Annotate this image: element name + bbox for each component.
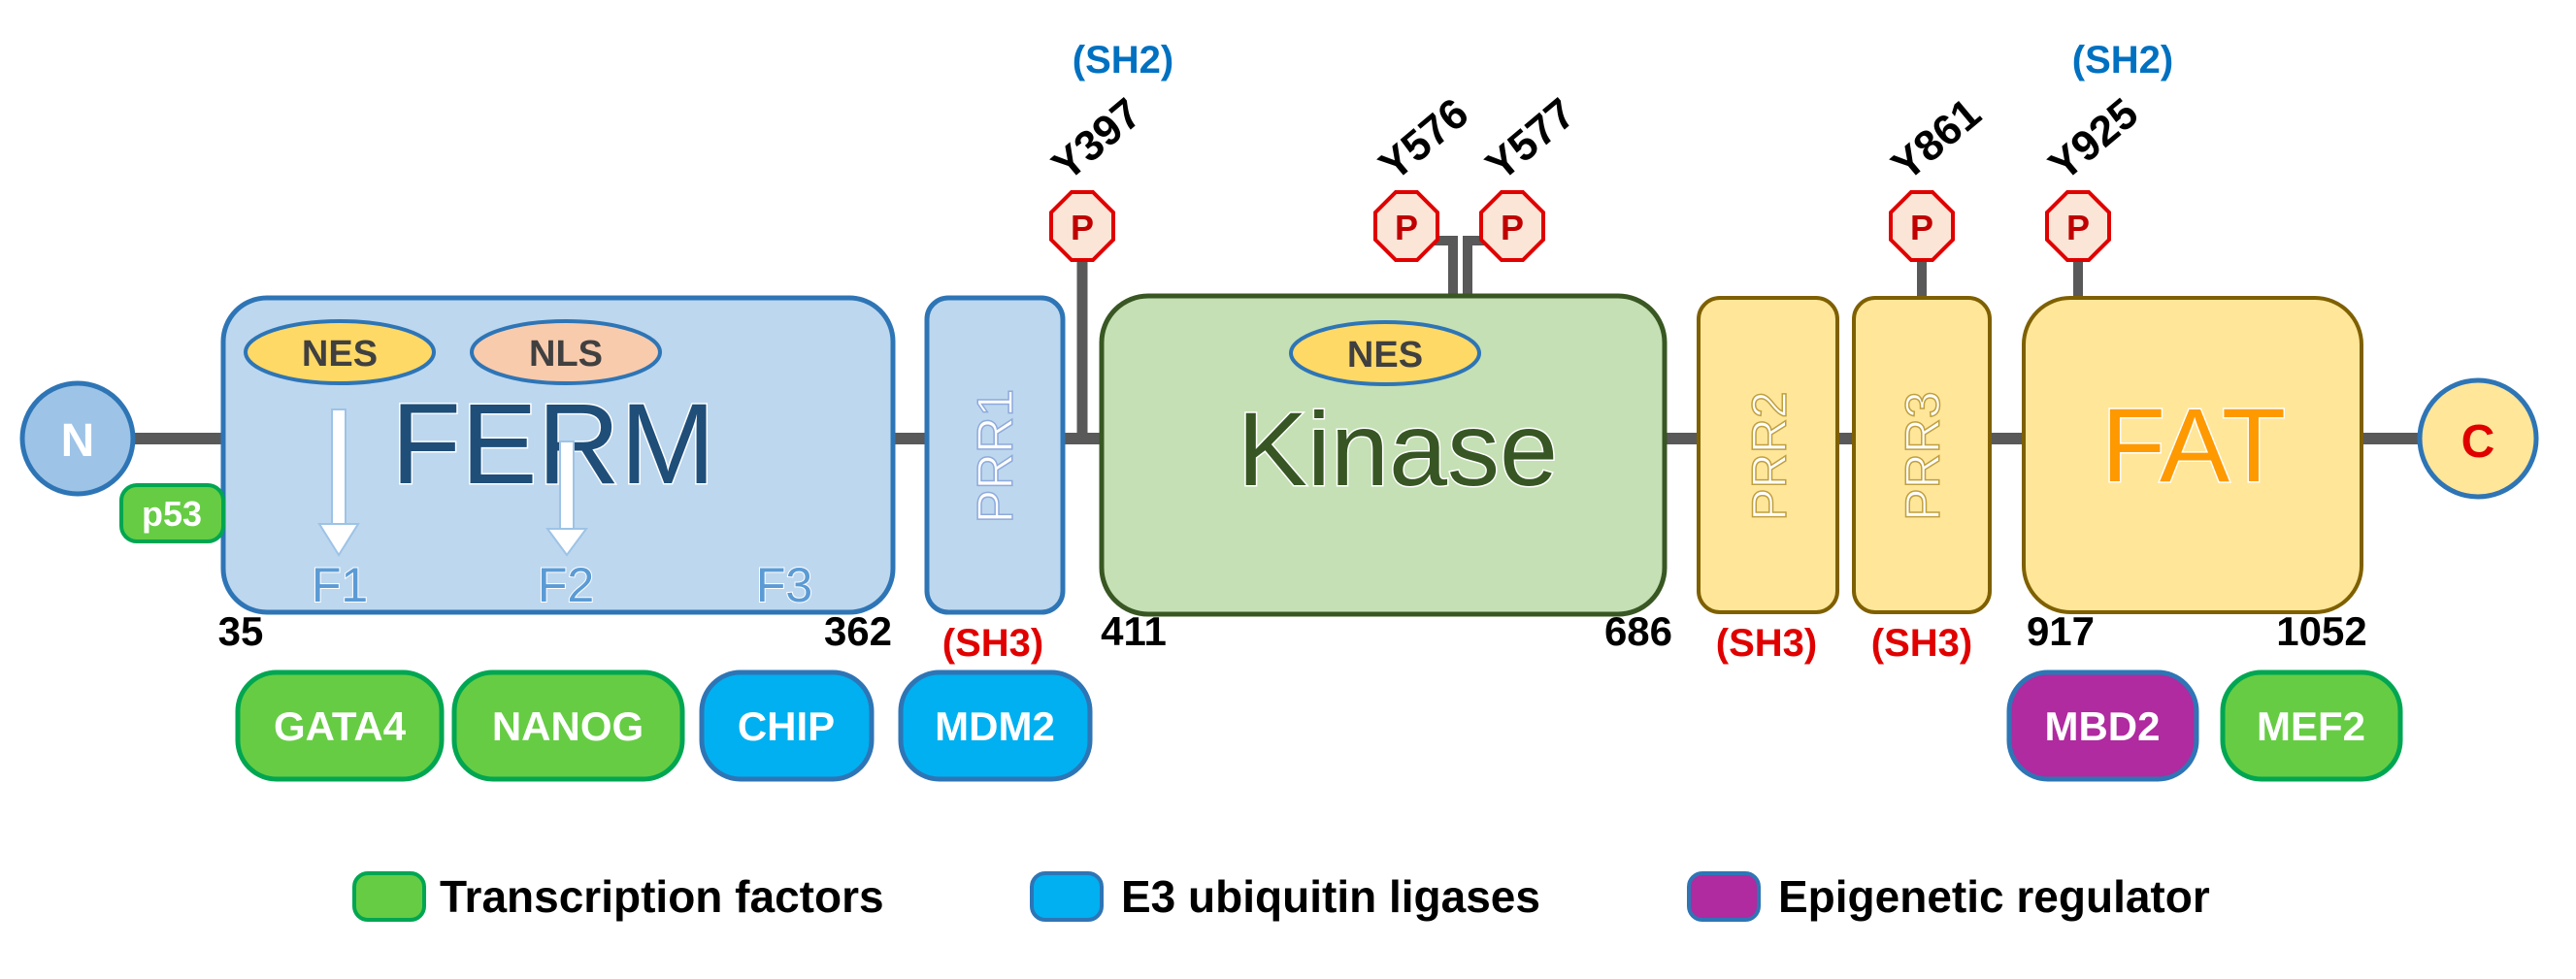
residue-686: 686 [1604, 608, 1672, 654]
partner-mef2: MEF2 [2220, 669, 2403, 782]
site-y925-label: Y925 [2040, 89, 2147, 190]
subdomain-f3: F3 [756, 558, 812, 612]
fat-domain [2022, 296, 2363, 614]
svg-text:P: P [1395, 208, 1418, 247]
legend-label-transcription: Transcription factors [440, 871, 884, 922]
residue-362: 362 [824, 608, 892, 654]
nls-signal-ferm [470, 319, 662, 385]
svg-text:P: P [1910, 208, 1933, 247]
nls-signal-ferm-label: NLS [529, 334, 603, 375]
arrow-to-f2 [545, 441, 588, 557]
svg-text:MBD2: MBD2 [2044, 703, 2160, 749]
svg-text:P: P [2066, 208, 2090, 247]
legend-swatch-epigenetic [1687, 871, 1761, 922]
legend-swatch-transcription [352, 871, 426, 922]
sh3-label-prr3: (SH3) [1871, 622, 1972, 665]
p53-partner [119, 483, 225, 543]
residue-1052: 1052 [2276, 608, 2366, 654]
nes-signal-kinase [1289, 320, 1481, 386]
p53-label: p53 [142, 494, 202, 534]
n-terminus [19, 380, 136, 497]
prr2-label: PRR2 [1742, 391, 1797, 520]
sh2-label-y925: (SH2) [2072, 39, 2173, 82]
residue-35: 35 [218, 608, 264, 654]
phospho-badge-y576: P [1373, 190, 1439, 262]
prr1-domain [924, 295, 1066, 615]
svg-text:CHIP: CHIP [738, 703, 835, 749]
c-terminus-label: C [2461, 416, 2495, 468]
fat-label: FAT [2101, 386, 2286, 504]
partner-chip: CHIP [699, 669, 875, 782]
svg-text:P: P [1071, 208, 1094, 247]
kinase-label: Kinase [1238, 390, 1558, 507]
c-terminus [2417, 377, 2539, 500]
site-y577-label: Y577 [1477, 89, 1584, 190]
prr3-domain [1852, 296, 1992, 614]
partner-mbd2: MBD2 [2006, 669, 2199, 782]
svg-text:NANOG: NANOG [492, 703, 644, 749]
legend-label-epigenetic: Epigenetic regulator [1778, 871, 2210, 922]
legend: Transcription factors E3 ubiquitin ligas… [352, 871, 2210, 922]
prr2-domain [1697, 296, 1839, 614]
prr1-label: PRR1 [968, 389, 1024, 524]
phospho-badge-y925: P [2045, 190, 2111, 262]
partner-gata4: GATA4 [235, 669, 445, 782]
phospho-badge-y577: P [1479, 190, 1545, 262]
subdomain-f2: F2 [538, 558, 594, 612]
site-y576-label: Y576 [1371, 89, 1477, 190]
phospho-badge-y397: P [1049, 190, 1115, 262]
legend-swatch-e3 [1030, 871, 1104, 922]
subdomain-f1: F1 [312, 558, 368, 612]
residue-917: 917 [2027, 608, 2095, 654]
partner-mdm2: MDM2 [898, 669, 1093, 782]
site-y397-label: Y397 [1043, 89, 1150, 190]
svg-text:P: P [1501, 208, 1524, 247]
nes-signal-ferm-label: NES [302, 334, 378, 375]
arrow-to-f1 [317, 408, 360, 557]
residue-411: 411 [1101, 608, 1167, 654]
kinase-domain [1099, 293, 1668, 617]
site-y861-label: Y861 [1883, 89, 1990, 190]
svg-text:MEF2: MEF2 [2257, 703, 2365, 749]
sh2-label-y397: (SH2) [1073, 39, 1173, 82]
sh3-label-prr2: (SH3) [1716, 622, 1817, 665]
svg-text:GATA4: GATA4 [274, 703, 407, 749]
nes-signal-ferm [244, 319, 436, 385]
svg-text:MDM2: MDM2 [935, 703, 1055, 749]
phospho-badge-y861: P [1889, 190, 1955, 262]
sh3-label-prr1: (SH3) [942, 622, 1043, 665]
n-terminus-label: N [61, 415, 95, 467]
prr3-label: PRR3 [1896, 391, 1950, 520]
legend-label-e3: E3 ubiquitin ligases [1121, 871, 1540, 922]
nes-signal-kinase-label: NES [1347, 335, 1423, 375]
ferm-label: FERM [391, 380, 715, 508]
partner-nanog: NANOG [451, 669, 685, 782]
